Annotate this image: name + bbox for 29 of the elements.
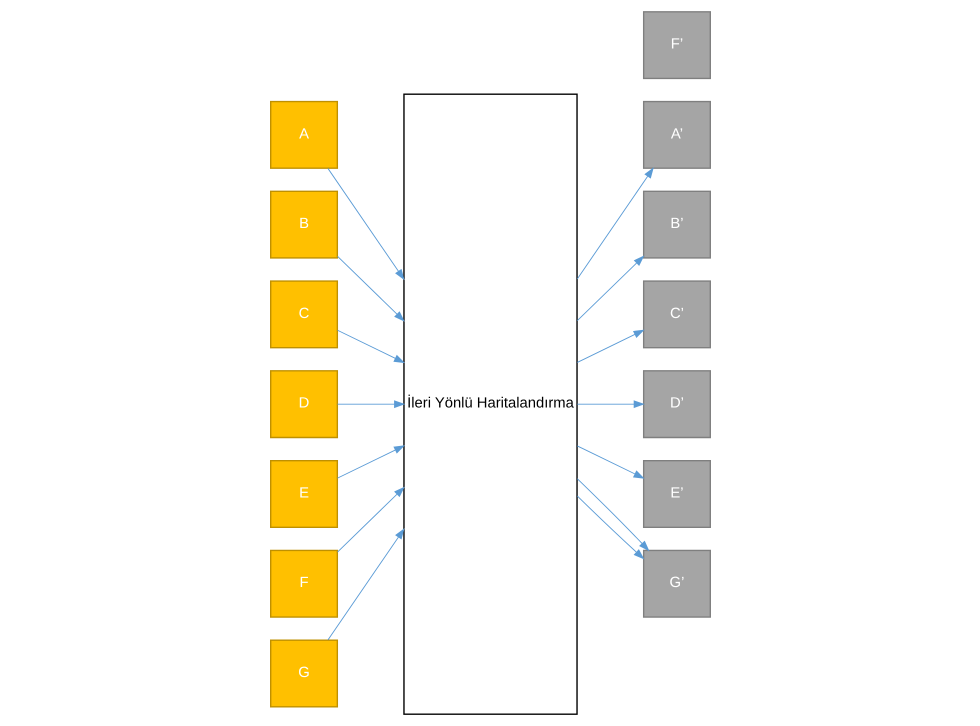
arrow bbox=[576, 495, 644, 560]
node-box: D bbox=[270, 370, 338, 438]
node-box: A bbox=[270, 100, 338, 169]
node-box: B’ bbox=[642, 190, 710, 259]
node-box: D’ bbox=[642, 370, 710, 438]
arrow bbox=[576, 400, 644, 408]
node-box: F bbox=[270, 550, 338, 618]
node-box: C’ bbox=[642, 280, 710, 348]
arrow bbox=[576, 167, 654, 280]
node-box: B bbox=[270, 190, 338, 259]
node-box: İleri Yönlü Haritalandırma bbox=[402, 93, 578, 715]
node-box: E bbox=[270, 460, 338, 528]
arrow bbox=[336, 330, 405, 364]
arrow bbox=[336, 486, 404, 552]
arrow bbox=[326, 528, 404, 640]
arrow bbox=[576, 255, 644, 322]
arrow bbox=[336, 400, 405, 408]
node-box: F’ bbox=[642, 11, 710, 80]
arrow bbox=[336, 445, 405, 479]
arrow bbox=[576, 330, 644, 363]
node-box: G bbox=[270, 639, 338, 708]
node-box: A’ bbox=[642, 100, 710, 169]
arrow bbox=[576, 478, 650, 552]
arrow bbox=[576, 445, 644, 479]
node-box: E’ bbox=[642, 460, 710, 528]
arrow bbox=[336, 256, 404, 322]
node-box: G’ bbox=[642, 550, 710, 618]
node-box: C bbox=[270, 280, 338, 348]
arrow bbox=[326, 168, 404, 280]
